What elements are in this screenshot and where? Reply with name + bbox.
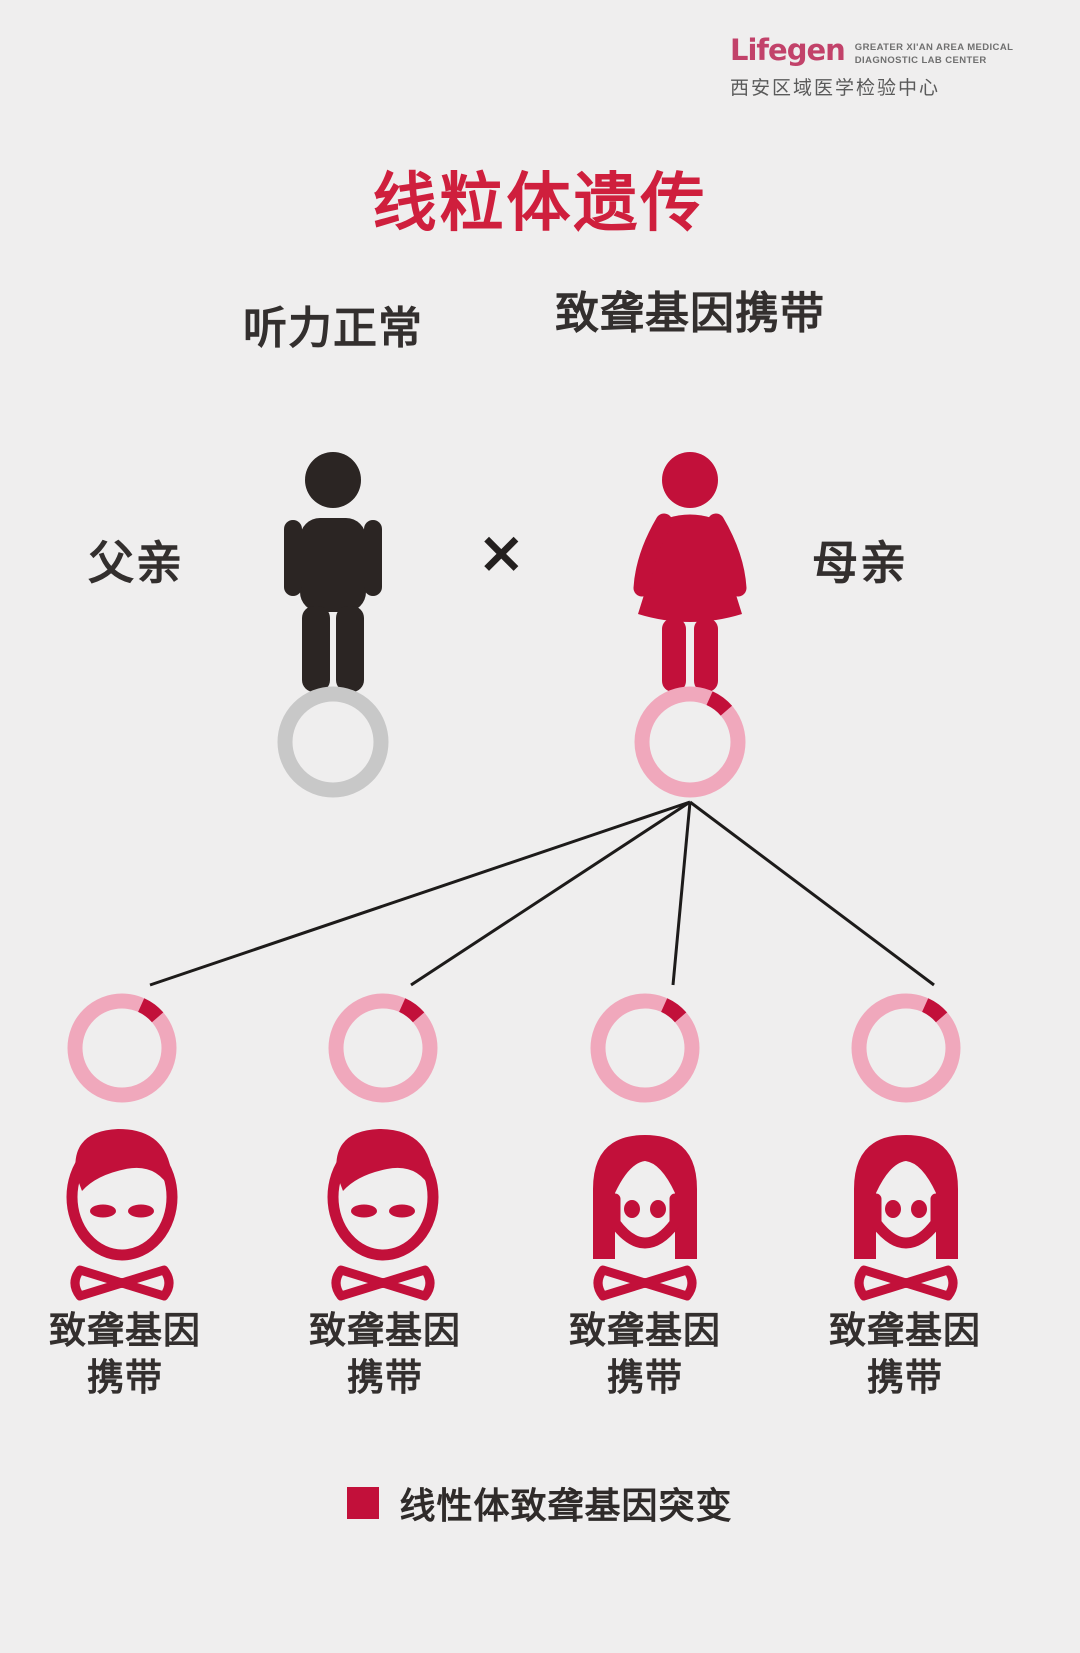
child-hair [336, 1129, 433, 1191]
figure-leg-left [662, 618, 686, 692]
figure-arm-right [707, 513, 747, 597]
child-hair [593, 1135, 697, 1259]
child-caption-line: 致聋基因 [49, 1309, 201, 1352]
boy-head-icon [66, 1129, 178, 1301]
girl-head-icon [854, 1135, 958, 1301]
logo-subtitle-cn: 西安区域医学检验中心 [730, 77, 941, 99]
figure-arm-left [633, 513, 673, 597]
mito-ring-base [277, 686, 389, 798]
figure-leg-right [694, 618, 718, 692]
mito-ring-base [328, 993, 438, 1103]
mito-ring-base [851, 993, 961, 1103]
child-eye-left [351, 1204, 377, 1218]
connector-line [410, 800, 691, 987]
child-caption-line: 致聋基因 [309, 1309, 461, 1352]
child-bowtie-knot [117, 1278, 127, 1288]
child-bowtie-knot [378, 1278, 388, 1288]
father-label: 父亲 [88, 536, 184, 590]
connector-line [671, 801, 692, 986]
father-mitochondria-ring [277, 686, 389, 798]
mother-figure-icon [633, 452, 747, 692]
child-bowtie [593, 1265, 697, 1301]
father-figure-icon [284, 452, 382, 692]
logo-subtitle-line1: GREATER XI'AN AREA MEDICAL [854, 42, 1014, 53]
logo-top-row: Lifegen GREATER XI'AN AREA MEDICAL DIAGN… [730, 36, 1030, 68]
mito-ring-mutant-arc [706, 691, 733, 716]
connector-line [149, 800, 691, 987]
mito-ring-mutant-arc [137, 998, 164, 1023]
child-eye-left [624, 1200, 640, 1218]
logo-subtitle-line2: DIAGNOSTIC LAB CENTER [854, 54, 987, 66]
child-bowtie-knot [640, 1278, 650, 1288]
child-hair [854, 1135, 958, 1259]
girl-head-icon [593, 1135, 697, 1301]
mother-status-label: 致聋基因携带 [555, 288, 825, 339]
child-eye-left [90, 1204, 116, 1218]
child-caption-line: 致聋基因 [829, 1309, 981, 1352]
child-bowtie [854, 1265, 958, 1301]
mito-ring-mutant-arc [660, 998, 687, 1023]
child-caption: 致聋基因携带 [0, 1307, 255, 1402]
child-caption: 致聋基因携带 [775, 1307, 1035, 1402]
children-mitochondria-rings [67, 993, 961, 1103]
male-pictogram [284, 452, 382, 692]
inheritance-connectors [149, 800, 935, 987]
mother-label: 母亲 [812, 536, 908, 590]
mito-ring-mutant-arc [398, 998, 425, 1023]
children-figure-icons [66, 1129, 958, 1301]
mito-ring-base [634, 686, 746, 798]
mito-ring-base [590, 993, 700, 1103]
child-eye-right [128, 1204, 154, 1218]
figure-dress [638, 514, 742, 622]
figure-arm-right [364, 520, 382, 596]
child-eye-left [885, 1200, 901, 1218]
brand-logo: Lifegen GREATER XI'AN AREA MEDICAL DIAGN… [730, 36, 1030, 106]
figure-leg-left [302, 606, 330, 692]
child-eye-right [650, 1200, 666, 1218]
cross-symbol: × [477, 518, 526, 586]
child-caption-line: 携带 [87, 1356, 163, 1400]
child-eye-right [389, 1204, 415, 1218]
logo-wordmark: Lifegen [730, 33, 846, 67]
child-face-outline [870, 1193, 942, 1249]
child-hair [75, 1129, 172, 1191]
connector-line [689, 800, 935, 987]
child-caption-line: 携带 [607, 1356, 683, 1400]
figure-head [305, 452, 361, 508]
legend-swatch [347, 1487, 380, 1519]
mother-mitochondria-ring [634, 686, 746, 798]
child-caption: 致聋基因携带 [515, 1307, 775, 1402]
boy-head-icon [327, 1129, 439, 1301]
page-title: 线粒体遗传 [372, 167, 708, 241]
child-caption-line: 携带 [867, 1356, 943, 1400]
father-status-label: 听力正常 [243, 303, 423, 354]
child-caption-line: 致聋基因 [569, 1309, 721, 1352]
child-eye-right [911, 1200, 927, 1218]
mito-ring-base [67, 993, 177, 1103]
figure-torso [300, 518, 366, 612]
child-bowtie-knot [901, 1278, 911, 1288]
child-face-outline [609, 1193, 681, 1249]
child-caption: 致聋基因携带 [255, 1307, 515, 1402]
child-caption-line: 携带 [347, 1356, 423, 1400]
figure-leg-right [336, 606, 364, 692]
legend-label: 线性体致聋基因突变 [399, 1486, 733, 1527]
female-pictogram [633, 452, 747, 692]
logo-subtitle-en: GREATER XI'AN AREA MEDICAL DIAGNOSTIC LA… [855, 36, 1014, 68]
figure-arm-left [284, 520, 302, 596]
figure-head [662, 452, 718, 508]
child-bowtie [70, 1265, 174, 1301]
mito-ring-mutant-arc [921, 998, 948, 1023]
child-bowtie [331, 1265, 435, 1301]
legend: 线性体致聋基因突变 [0, 1477, 1080, 1529]
